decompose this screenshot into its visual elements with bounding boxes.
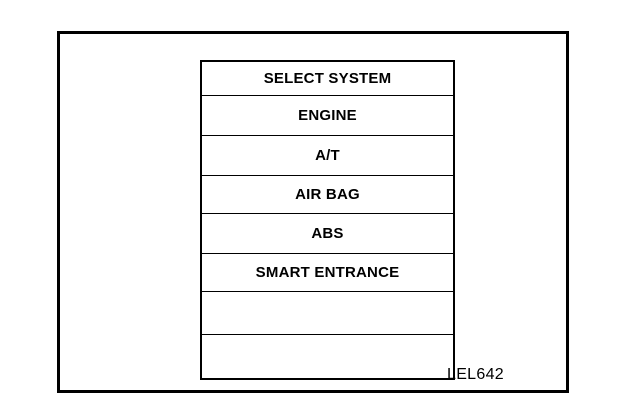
system-item-air-bag[interactable]: AIR BAG [202, 176, 453, 214]
system-item-at[interactable]: A/T [202, 136, 453, 176]
system-item-label: AIR BAG [295, 186, 360, 203]
system-item-empty-1[interactable] [202, 292, 453, 335]
select-system-menu: SELECT SYSTEM ENGINE A/T AIR BAG ABS SMA… [200, 60, 455, 380]
figure-code-label: LEL642 [447, 366, 504, 383]
system-item-label: ABS [311, 225, 344, 242]
system-item-label: A/T [315, 147, 340, 164]
system-item-smart-entrance[interactable]: SMART ENTRANCE [202, 254, 453, 292]
system-item-empty-2[interactable] [202, 335, 453, 378]
system-item-engine[interactable]: ENGINE [202, 96, 453, 136]
system-item-label: SMART ENTRANCE [255, 264, 400, 281]
system-item-label: ENGINE [298, 107, 357, 124]
select-system-header-label: SELECT SYSTEM [263, 70, 392, 87]
consult-screen-frame [57, 31, 569, 393]
select-system-header: SELECT SYSTEM [202, 62, 453, 96]
system-item-abs[interactable]: ABS [202, 214, 453, 254]
